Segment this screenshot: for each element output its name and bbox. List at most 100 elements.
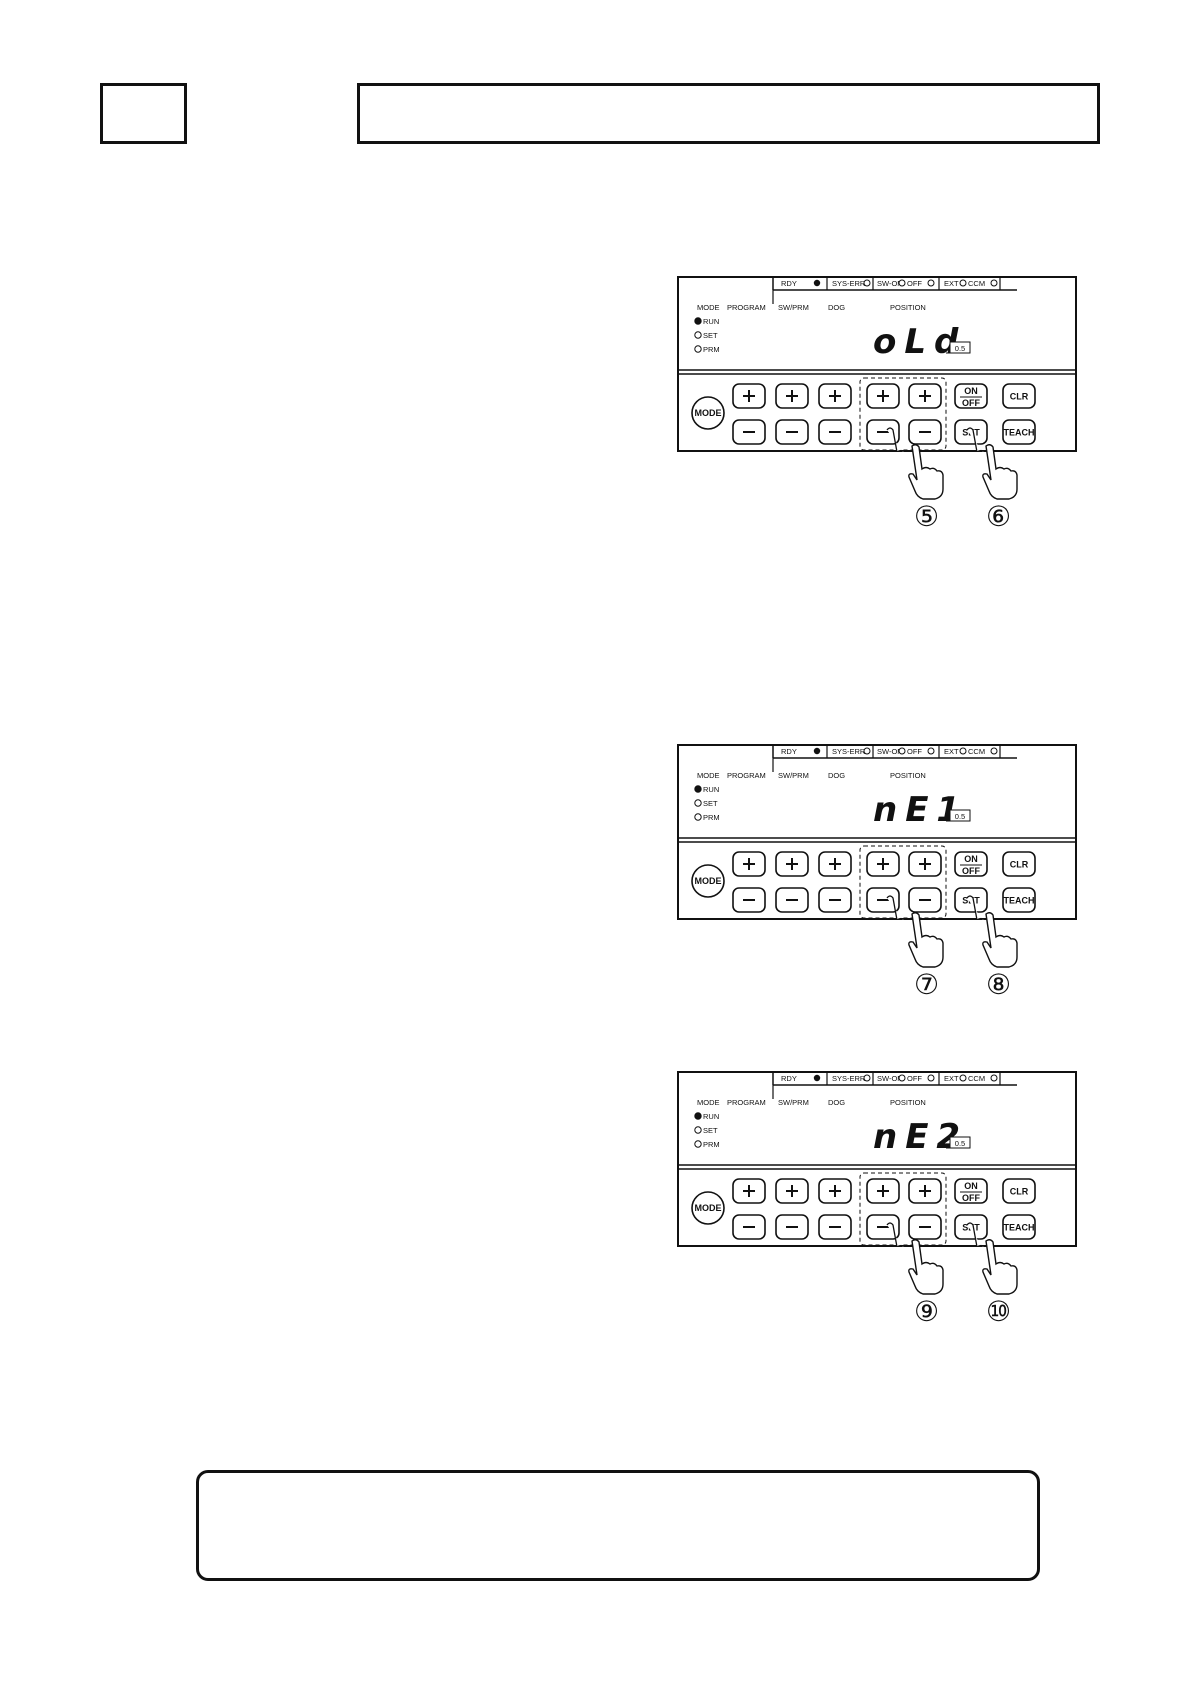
plus-button-2[interactable] bbox=[775, 383, 809, 409]
minus-button-5[interactable] bbox=[908, 887, 942, 913]
status-ccm: CCM bbox=[968, 279, 985, 288]
status-rdy: RDY bbox=[781, 1074, 797, 1083]
hand-below-icon bbox=[980, 444, 1020, 509]
plus-button-1[interactable] bbox=[732, 383, 766, 409]
callout-number: ⑦ bbox=[914, 968, 940, 1001]
mode-run: RUN bbox=[703, 1112, 719, 1121]
ccm-led-icon bbox=[990, 1074, 998, 1082]
ext-led-icon bbox=[959, 1074, 967, 1082]
column-label-4: POSITION bbox=[890, 771, 926, 780]
status-ext: EXT bbox=[944, 1074, 959, 1083]
teach-button-label: TEACH bbox=[1004, 428, 1035, 438]
rdy-led-icon bbox=[813, 279, 821, 287]
plus-button-4[interactable] bbox=[866, 1178, 900, 1204]
plus-button-5[interactable] bbox=[908, 383, 942, 409]
minus-button-1[interactable] bbox=[732, 887, 766, 913]
status-ccm: CCM bbox=[968, 1074, 985, 1083]
unit-box bbox=[949, 341, 971, 354]
status-rdy: RDY bbox=[781, 747, 797, 756]
minus-button-4[interactable] bbox=[866, 1214, 900, 1240]
plus-button-1[interactable] bbox=[732, 1178, 766, 1204]
minus-button-2[interactable] bbox=[775, 419, 809, 445]
position-group-outline bbox=[859, 377, 947, 451]
mode-button[interactable]: MODE bbox=[691, 396, 725, 430]
column-label-2: SW/PRM bbox=[778, 303, 809, 312]
column-label-1: PROGRAM bbox=[727, 771, 766, 780]
minus-button-2[interactable] bbox=[775, 1214, 809, 1240]
hand-below-icon bbox=[906, 1239, 946, 1304]
status-sw-on: SW-ON bbox=[877, 747, 903, 756]
callout-number: ⑩ bbox=[986, 1295, 1012, 1328]
mode-led-icon bbox=[694, 317, 702, 325]
pointing-hand-icon bbox=[886, 895, 911, 920]
plus-button-4[interactable] bbox=[866, 851, 900, 877]
callout-step-1a: ⑤ bbox=[914, 500, 939, 533]
rdy-led-icon bbox=[813, 747, 821, 755]
hand-below-icon bbox=[906, 444, 946, 509]
position-group-outline bbox=[859, 1172, 947, 1246]
mode-led-icon bbox=[694, 1140, 702, 1148]
plus-button-2[interactable] bbox=[775, 1178, 809, 1204]
callout-number: ⑧ bbox=[986, 968, 1012, 1001]
clr-button[interactable]: CLR bbox=[1002, 851, 1036, 877]
clr-button-label: CLR bbox=[1010, 1187, 1029, 1197]
callout-number: ⑤ bbox=[914, 500, 940, 533]
hand-below-icon bbox=[980, 912, 1020, 977]
column-label-2: SW/PRM bbox=[778, 1098, 809, 1107]
minus-button-4[interactable] bbox=[866, 887, 900, 913]
mode-button-label: MODE bbox=[695, 408, 722, 418]
mode-set: SET bbox=[703, 331, 718, 340]
minus-button-1[interactable] bbox=[732, 419, 766, 445]
mode-button[interactable]: MODE bbox=[691, 864, 725, 898]
position-display: oLd bbox=[873, 322, 966, 362]
column-label-3: DOG bbox=[828, 1098, 845, 1107]
status-ext: EXT bbox=[944, 279, 959, 288]
teach-button[interactable]: TEACH bbox=[1002, 419, 1036, 445]
minus-button-3[interactable] bbox=[818, 419, 852, 445]
teach-button-label: TEACH bbox=[1004, 1223, 1035, 1233]
teach-button[interactable]: TEACH bbox=[1002, 1214, 1036, 1240]
minus-button-5[interactable] bbox=[908, 1214, 942, 1240]
plus-button-1[interactable] bbox=[732, 851, 766, 877]
position-group-outline bbox=[859, 845, 947, 919]
minus-button-4[interactable] bbox=[866, 419, 900, 445]
plus-button-2[interactable] bbox=[775, 851, 809, 877]
mode-led-icon bbox=[694, 345, 702, 353]
plus-button-3[interactable] bbox=[818, 383, 852, 409]
position-display: nE2 bbox=[873, 1117, 968, 1157]
unit-box bbox=[949, 809, 971, 822]
mode-prm: PRM bbox=[703, 345, 720, 354]
clr-button[interactable]: CLR bbox=[1002, 1178, 1036, 1204]
ccm-led-icon bbox=[990, 279, 998, 287]
plus-button-4[interactable] bbox=[866, 383, 900, 409]
column-label-1: PROGRAM bbox=[727, 303, 766, 312]
teach-button[interactable]: TEACH bbox=[1002, 887, 1036, 913]
callout-step-1b: ⑥ bbox=[986, 500, 1011, 533]
off-label: OFF bbox=[962, 398, 980, 408]
mode-button[interactable]: MODE bbox=[691, 1191, 725, 1225]
mode-led-icon bbox=[694, 1126, 702, 1134]
mode-button-label: MODE bbox=[695, 1203, 722, 1213]
minus-button-3[interactable] bbox=[818, 1214, 852, 1240]
clr-button-label: CLR bbox=[1010, 392, 1029, 402]
sys-err-led-icon bbox=[863, 747, 871, 755]
mode-led-icon bbox=[694, 331, 702, 339]
callout-step-3b: ⑩ bbox=[986, 1295, 1011, 1328]
plus-button-5[interactable] bbox=[908, 1178, 942, 1204]
plus-button-5[interactable] bbox=[908, 851, 942, 877]
plus-button-3[interactable] bbox=[818, 1178, 852, 1204]
minus-button-3[interactable] bbox=[818, 887, 852, 913]
plus-button-3[interactable] bbox=[818, 851, 852, 877]
minus-button-1[interactable] bbox=[732, 1214, 766, 1240]
pointing-hand-icon bbox=[886, 427, 911, 452]
minus-button-5[interactable] bbox=[908, 419, 942, 445]
minus-button-2[interactable] bbox=[775, 887, 809, 913]
clr-button[interactable]: CLR bbox=[1002, 383, 1036, 409]
column-label-0: MODE bbox=[697, 303, 720, 312]
